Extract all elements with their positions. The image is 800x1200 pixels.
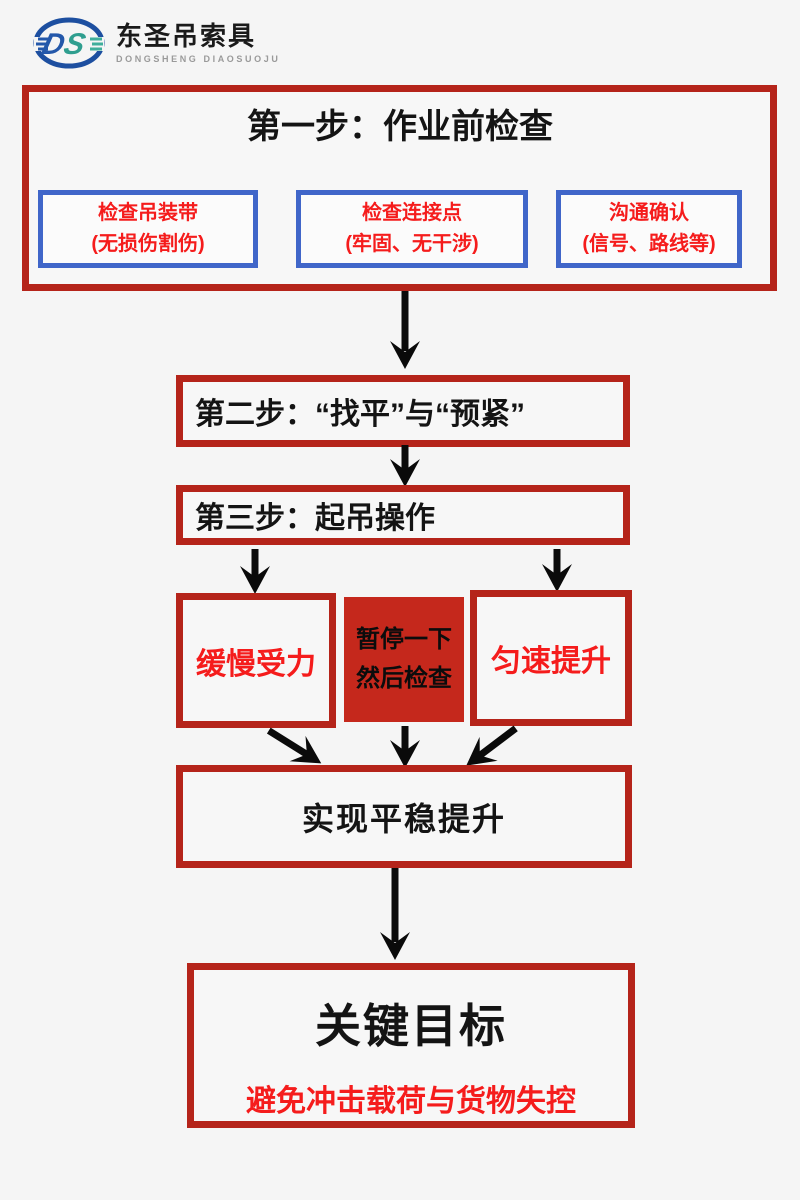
step1-title: 第一步：作业前检查 [247, 108, 553, 146]
brand-logo: D S 东圣吊索具 DONGSHENG DIAOSUOJU [32, 12, 352, 74]
check-connection-box: 检查连接点 (牢固、无干涉) [296, 190, 528, 268]
arrow-step1-to-step2 [390, 291, 420, 369]
arrow-step3-to-uniform [542, 549, 572, 592]
check-communication-box: 沟通确认 (信号、路线等) [556, 190, 742, 268]
check-sling-line1: 检查吊装带 [98, 202, 198, 224]
check-sling-line2: (无损伤割伤) [91, 233, 205, 255]
result-title: 实现平稳提升 [301, 800, 506, 837]
branch-uniform-lift-label: 匀速提升 [491, 645, 611, 678]
step2-box: 第二步：“找平”与“预紧” [176, 375, 630, 447]
step3-title: 第三步：起吊操作 [195, 502, 435, 535]
arrow-step3-to-slow [240, 549, 270, 594]
step3-box: 第三步：起吊操作 [176, 485, 630, 545]
goal-subtitle: 避免冲击载荷与货物失控 [246, 1085, 576, 1118]
branch-slow-load-label: 缓慢受力 [196, 647, 316, 681]
check-communication-line2: (信号、路线等) [582, 233, 716, 255]
check-connection-line1: 检查连接点 [362, 202, 462, 224]
brand-name: 东圣吊索具 [116, 21, 257, 52]
arrow-result-to-goal [380, 868, 410, 960]
goal-title: 关键目标 [315, 1000, 507, 1052]
arrow-step2-to-step3 [390, 445, 420, 487]
goal-box: 关键目标 避免冲击载荷与货物失控 [187, 963, 635, 1128]
branch-pause-line1: 暂停一下 [356, 626, 452, 654]
check-communication-line1: 沟通确认 [609, 202, 689, 224]
branch-pause-line2: 然后检查 [356, 664, 452, 692]
step2-title: 第二步：“找平”与“预紧” [195, 398, 525, 431]
ds-monogram-icon: D S [33, 17, 105, 69]
check-sling-box: 检查吊装带 (无损伤割伤) [38, 190, 258, 268]
brand-subtitle: DONGSHENG DIAOSUOJU [116, 53, 281, 64]
check-connection-line2: (牢固、无干涉) [345, 233, 479, 255]
result-box: 实现平稳提升 [176, 765, 632, 868]
branch-slow-load-box: 缓慢受力 [176, 593, 336, 728]
arrow-pause-to-result [390, 726, 420, 768]
branch-pause-check-box: 暂停一下 然后检查 [344, 597, 464, 722]
branch-uniform-lift-box: 匀速提升 [470, 590, 632, 726]
